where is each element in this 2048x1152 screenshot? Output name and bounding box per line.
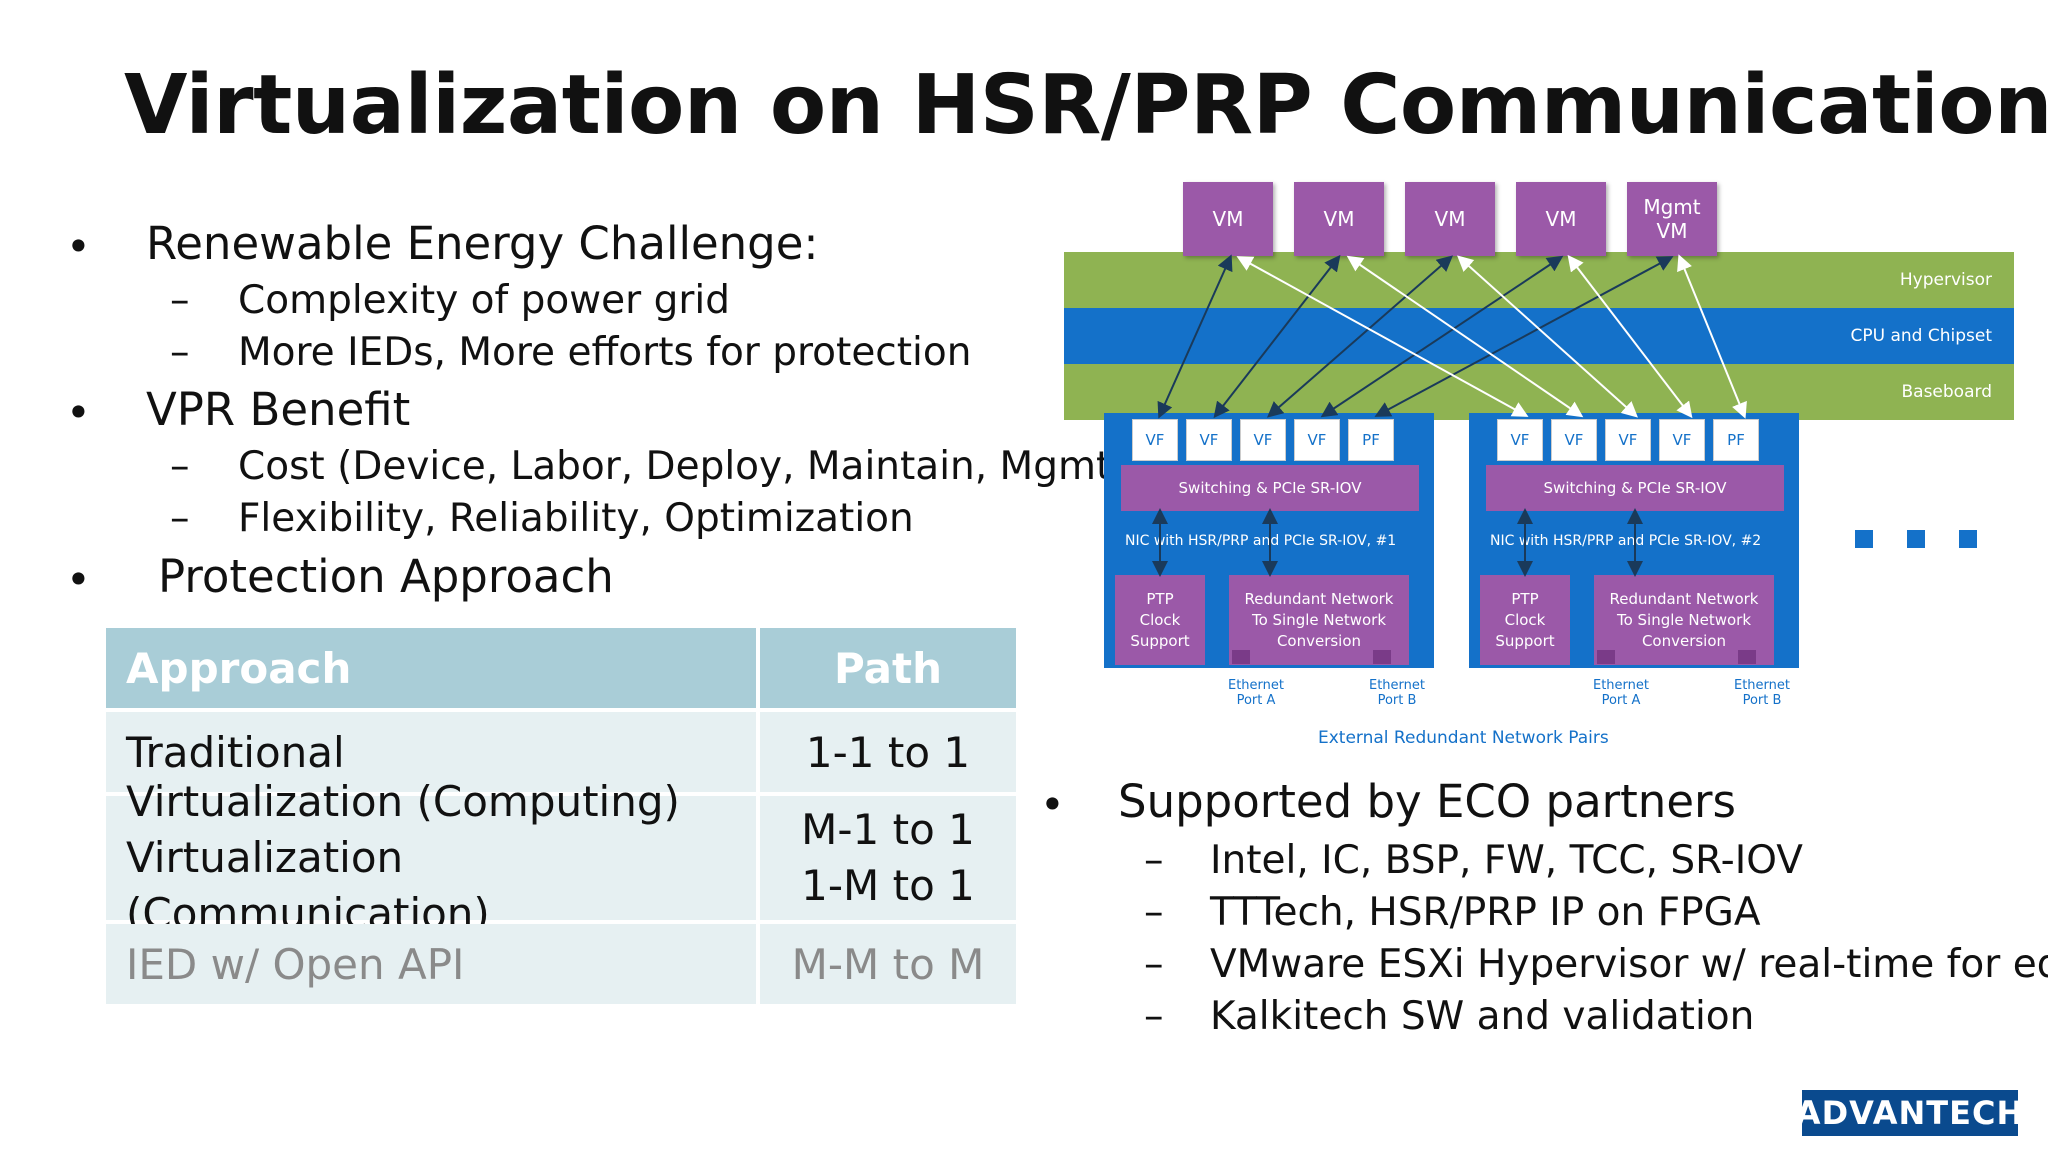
- dash-marker: –: [170, 496, 190, 541]
- sub-vmware: VMware ESXi Hypervisor w/ real-time for …: [1210, 942, 2048, 987]
- table-row: Traditional: [106, 712, 756, 792]
- table-cell-path: M-M to M: [760, 924, 1016, 1004]
- table-cell-path: 1-1 to 1: [760, 712, 1016, 792]
- vf-box: VF: [1497, 419, 1543, 461]
- switching-block: Switching & PCIe SR-IOV: [1486, 465, 1784, 511]
- redundant-network-block: Redundant Network To Single Network Conv…: [1229, 575, 1409, 665]
- more-indicator: [1959, 530, 1977, 548]
- slide-title: Virtualization on HSR/PRP Communication: [124, 58, 2048, 153]
- dash-marker: –: [1144, 942, 1164, 987]
- nic-label: NIC with HSR/PRP and PCIe SR-IOV, #1: [1125, 533, 1397, 549]
- pf-box: PF: [1713, 419, 1759, 461]
- sub-kalkitech: Kalkitech SW and validation: [1210, 994, 1755, 1039]
- sub-more-ieds: More IEDs, More efforts for protection: [238, 330, 972, 375]
- table-header-path: Path: [760, 628, 1016, 708]
- sub-tttech: TTTech, HSR/PRP IP on FPGA: [1210, 890, 1761, 935]
- sub-flexibility: Flexibility, Reliability, Optimization: [238, 496, 914, 541]
- dash-marker: –: [170, 444, 190, 489]
- bullet-marker: •: [66, 388, 91, 437]
- nic-label: NIC with HSR/PRP and PCIe SR-IOV, #2: [1490, 533, 1762, 549]
- dash-marker: –: [170, 330, 190, 375]
- vf-box: VF: [1240, 419, 1286, 461]
- advantech-logo: ADVANTECH: [1796, 1090, 2023, 1136]
- more-indicator: [1855, 530, 1873, 548]
- pf-box: PF: [1348, 419, 1394, 461]
- ptp-clock-block: PTP Clock Support: [1115, 575, 1205, 665]
- bullet-marker: •: [66, 222, 91, 271]
- bullet-protection: Protection Approach: [158, 550, 614, 603]
- more-indicator: [1907, 530, 1925, 548]
- vm-box: VM: [1183, 182, 1273, 256]
- table-header-approach: Approach: [106, 628, 756, 708]
- bullet-vpr-benefit: VPR Benefit: [146, 383, 411, 436]
- sub-complexity: Complexity of power grid: [238, 278, 730, 323]
- sub-intel: Intel, IC, BSP, FW, TCC, SR-IOV: [1210, 838, 1803, 883]
- external-network-label: External Redundant Network Pairs: [1318, 728, 1609, 748]
- bullet-marker: •: [1040, 780, 1065, 829]
- dash-marker: –: [1144, 838, 1164, 883]
- bullet-eco-partners: Supported by ECO partners: [1118, 775, 1736, 828]
- dash-marker: –: [1144, 994, 1164, 1039]
- ethernet-port-b: Ethernet Port B: [1369, 678, 1425, 708]
- vf-box: VF: [1605, 419, 1651, 461]
- bullet-renewable: Renewable Energy Challenge:: [146, 217, 819, 270]
- ptp-clock-block: PTP Clock Support: [1480, 575, 1570, 665]
- vm-box: VM: [1405, 182, 1495, 256]
- sub-cost: Cost (Device, Labor, Deploy, Maintain, M…: [238, 444, 1127, 489]
- vf-box: VF: [1551, 419, 1597, 461]
- vf-box: VF: [1659, 419, 1705, 461]
- vf-box: VF: [1294, 419, 1340, 461]
- vf-box: VF: [1186, 419, 1232, 461]
- dash-marker: –: [1144, 890, 1164, 935]
- vm-box: VM: [1516, 182, 1606, 256]
- ethernet-port-a: Ethernet Port A: [1228, 678, 1284, 708]
- switching-block: Switching & PCIe SR-IOV: [1121, 465, 1419, 511]
- table-row: IED w/ Open API: [106, 924, 756, 1004]
- ethernet-port-b: Ethernet Port B: [1734, 678, 1790, 708]
- vm-box: VM: [1294, 182, 1384, 256]
- mgmt-vm-box: Mgmt VM: [1627, 182, 1717, 256]
- redundant-network-block: Redundant Network To Single Network Conv…: [1594, 575, 1774, 665]
- vf-box: VF: [1132, 419, 1178, 461]
- ethernet-port-a: Ethernet Port A: [1593, 678, 1649, 708]
- dash-marker: –: [170, 278, 190, 323]
- bullet-marker: •: [66, 555, 91, 604]
